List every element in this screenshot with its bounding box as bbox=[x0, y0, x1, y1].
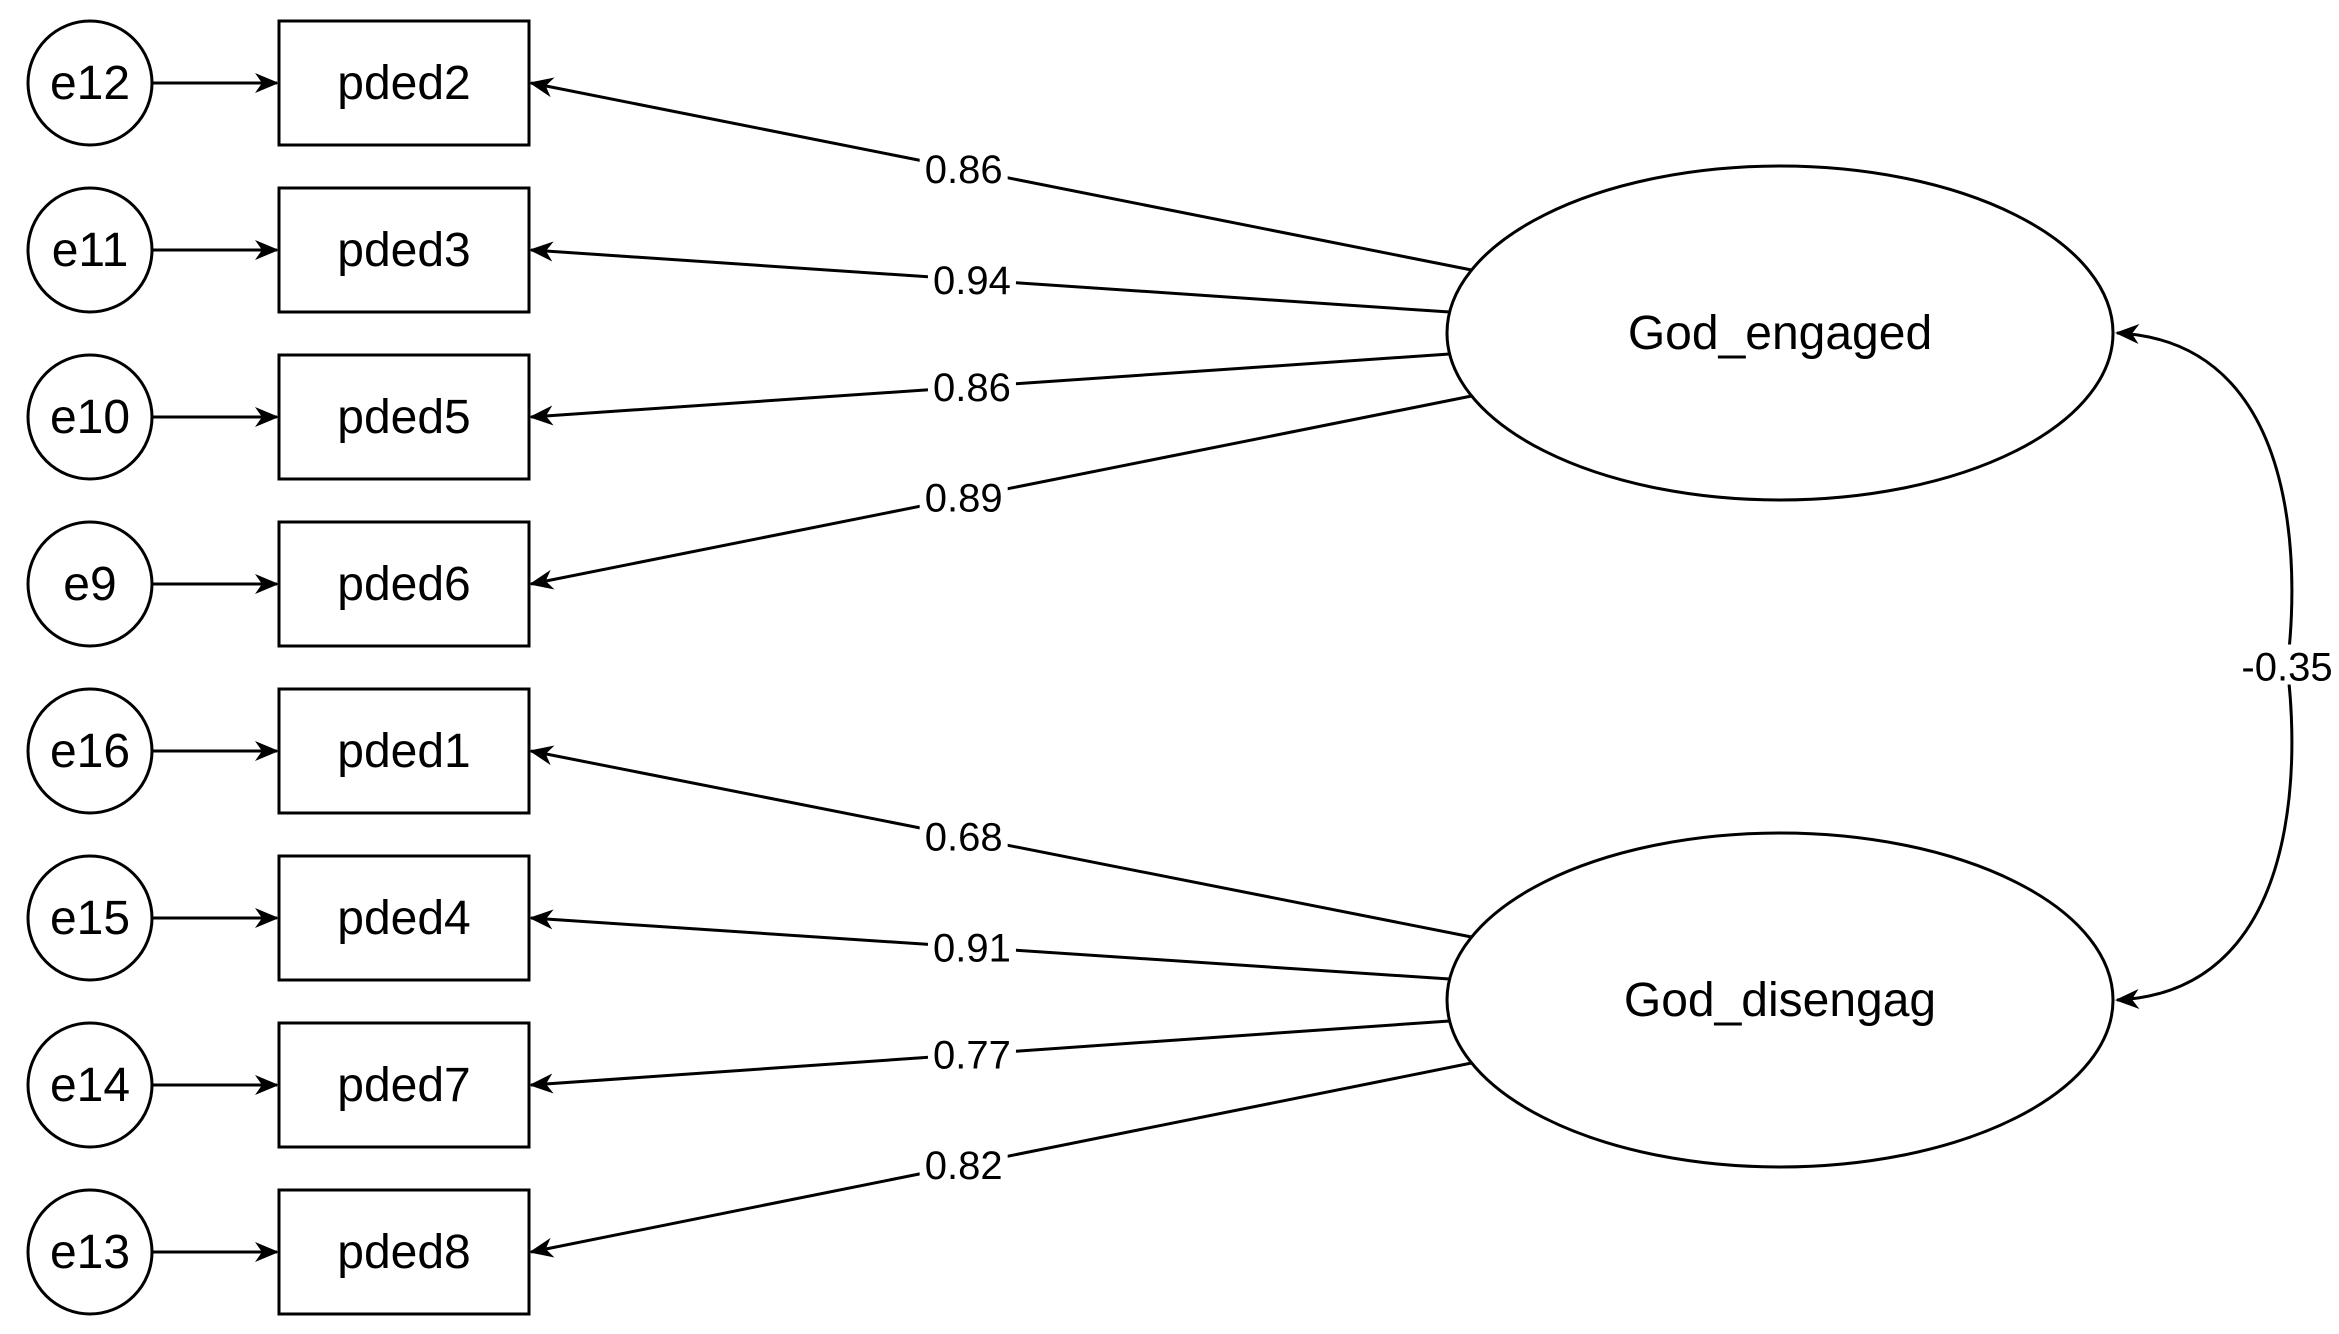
indicator-box-pded2 bbox=[277, 19, 531, 147]
loading-value: 0.82 bbox=[925, 1144, 1003, 1188]
loading-value: 0.77 bbox=[933, 1033, 1011, 1077]
indicator-label: pded8 bbox=[337, 1226, 470, 1279]
error-label: e10 bbox=[50, 391, 130, 444]
loading-value: 0.94 bbox=[933, 259, 1011, 303]
error-term-e9 bbox=[26, 520, 154, 648]
loading-value: 0.86 bbox=[933, 366, 1011, 410]
error-term-e14 bbox=[26, 1021, 154, 1149]
error-label: e14 bbox=[50, 1059, 130, 1112]
indicator-label: pded5 bbox=[337, 391, 470, 444]
label-background bbox=[919, 814, 1008, 855]
error-label: e16 bbox=[50, 725, 130, 778]
indicator-label: pded7 bbox=[337, 1059, 470, 1112]
error-label: e12 bbox=[50, 57, 130, 110]
error-label: e11 bbox=[52, 224, 129, 277]
covariance-value: -0.35 bbox=[2241, 646, 2332, 690]
factor-god-engaged bbox=[1445, 164, 2115, 502]
loading-value-label: 0.86 bbox=[919, 147, 1008, 192]
error-term-e16 bbox=[26, 687, 154, 815]
error-label: e15 bbox=[50, 892, 130, 945]
loading-value: 0.91 bbox=[933, 926, 1011, 970]
factor-label: God_disengag bbox=[1624, 974, 1936, 1027]
label-background bbox=[927, 1032, 1016, 1073]
indicator-box-pded7 bbox=[277, 1021, 531, 1149]
label-background bbox=[919, 475, 1008, 516]
loading-value-label: 0.86 bbox=[927, 364, 1016, 410]
indicator-label: pded2 bbox=[337, 57, 470, 110]
indicator-box-pded5 bbox=[277, 353, 531, 481]
error-term-e15 bbox=[26, 854, 154, 982]
loading-value-label: 0.82 bbox=[919, 1143, 1008, 1188]
error-term-e11 bbox=[26, 186, 154, 314]
indicator-box-pded1 bbox=[277, 687, 531, 815]
loading-value-label: 0.89 bbox=[919, 475, 1008, 521]
error-term-e12 bbox=[26, 19, 154, 147]
loading-value: 0.86 bbox=[925, 148, 1003, 192]
error-label: e9 bbox=[63, 558, 116, 611]
error-term-e13 bbox=[26, 1188, 154, 1316]
error-term-e10 bbox=[26, 353, 154, 481]
indicator-label: pded1 bbox=[337, 725, 470, 778]
error-label: e13 bbox=[50, 1226, 130, 1279]
loading-value: 0.89 bbox=[925, 477, 1003, 521]
label-background bbox=[927, 925, 1016, 966]
label-background bbox=[927, 257, 1016, 298]
covariance-value-label: -0.35 bbox=[2237, 644, 2337, 690]
loading-value: 0.68 bbox=[925, 816, 1003, 860]
indicator-box-pded3 bbox=[277, 186, 531, 314]
label-background bbox=[2237, 644, 2337, 685]
indicator-label: pded6 bbox=[337, 558, 470, 611]
indicator-box-pded6 bbox=[277, 520, 531, 648]
indicator-box-pded8 bbox=[277, 1188, 531, 1316]
label-background bbox=[919, 1143, 1008, 1184]
loading-value-label: 0.68 bbox=[919, 814, 1008, 860]
indicator-box-pded4 bbox=[277, 854, 531, 982]
label-background bbox=[927, 364, 1016, 405]
factor-label: God_engaged bbox=[1628, 307, 1932, 360]
nodes-layer bbox=[26, 19, 2115, 1316]
loading-value-label: 0.94 bbox=[927, 257, 1016, 303]
loading-value-label: 0.91 bbox=[927, 925, 1016, 970]
indicator-label: pded3 bbox=[337, 224, 470, 277]
loading-value-label: 0.77 bbox=[927, 1032, 1016, 1077]
label-background bbox=[919, 147, 1008, 188]
factor-god-disengag bbox=[1445, 831, 2115, 1169]
indicator-label: pded4 bbox=[337, 892, 470, 945]
